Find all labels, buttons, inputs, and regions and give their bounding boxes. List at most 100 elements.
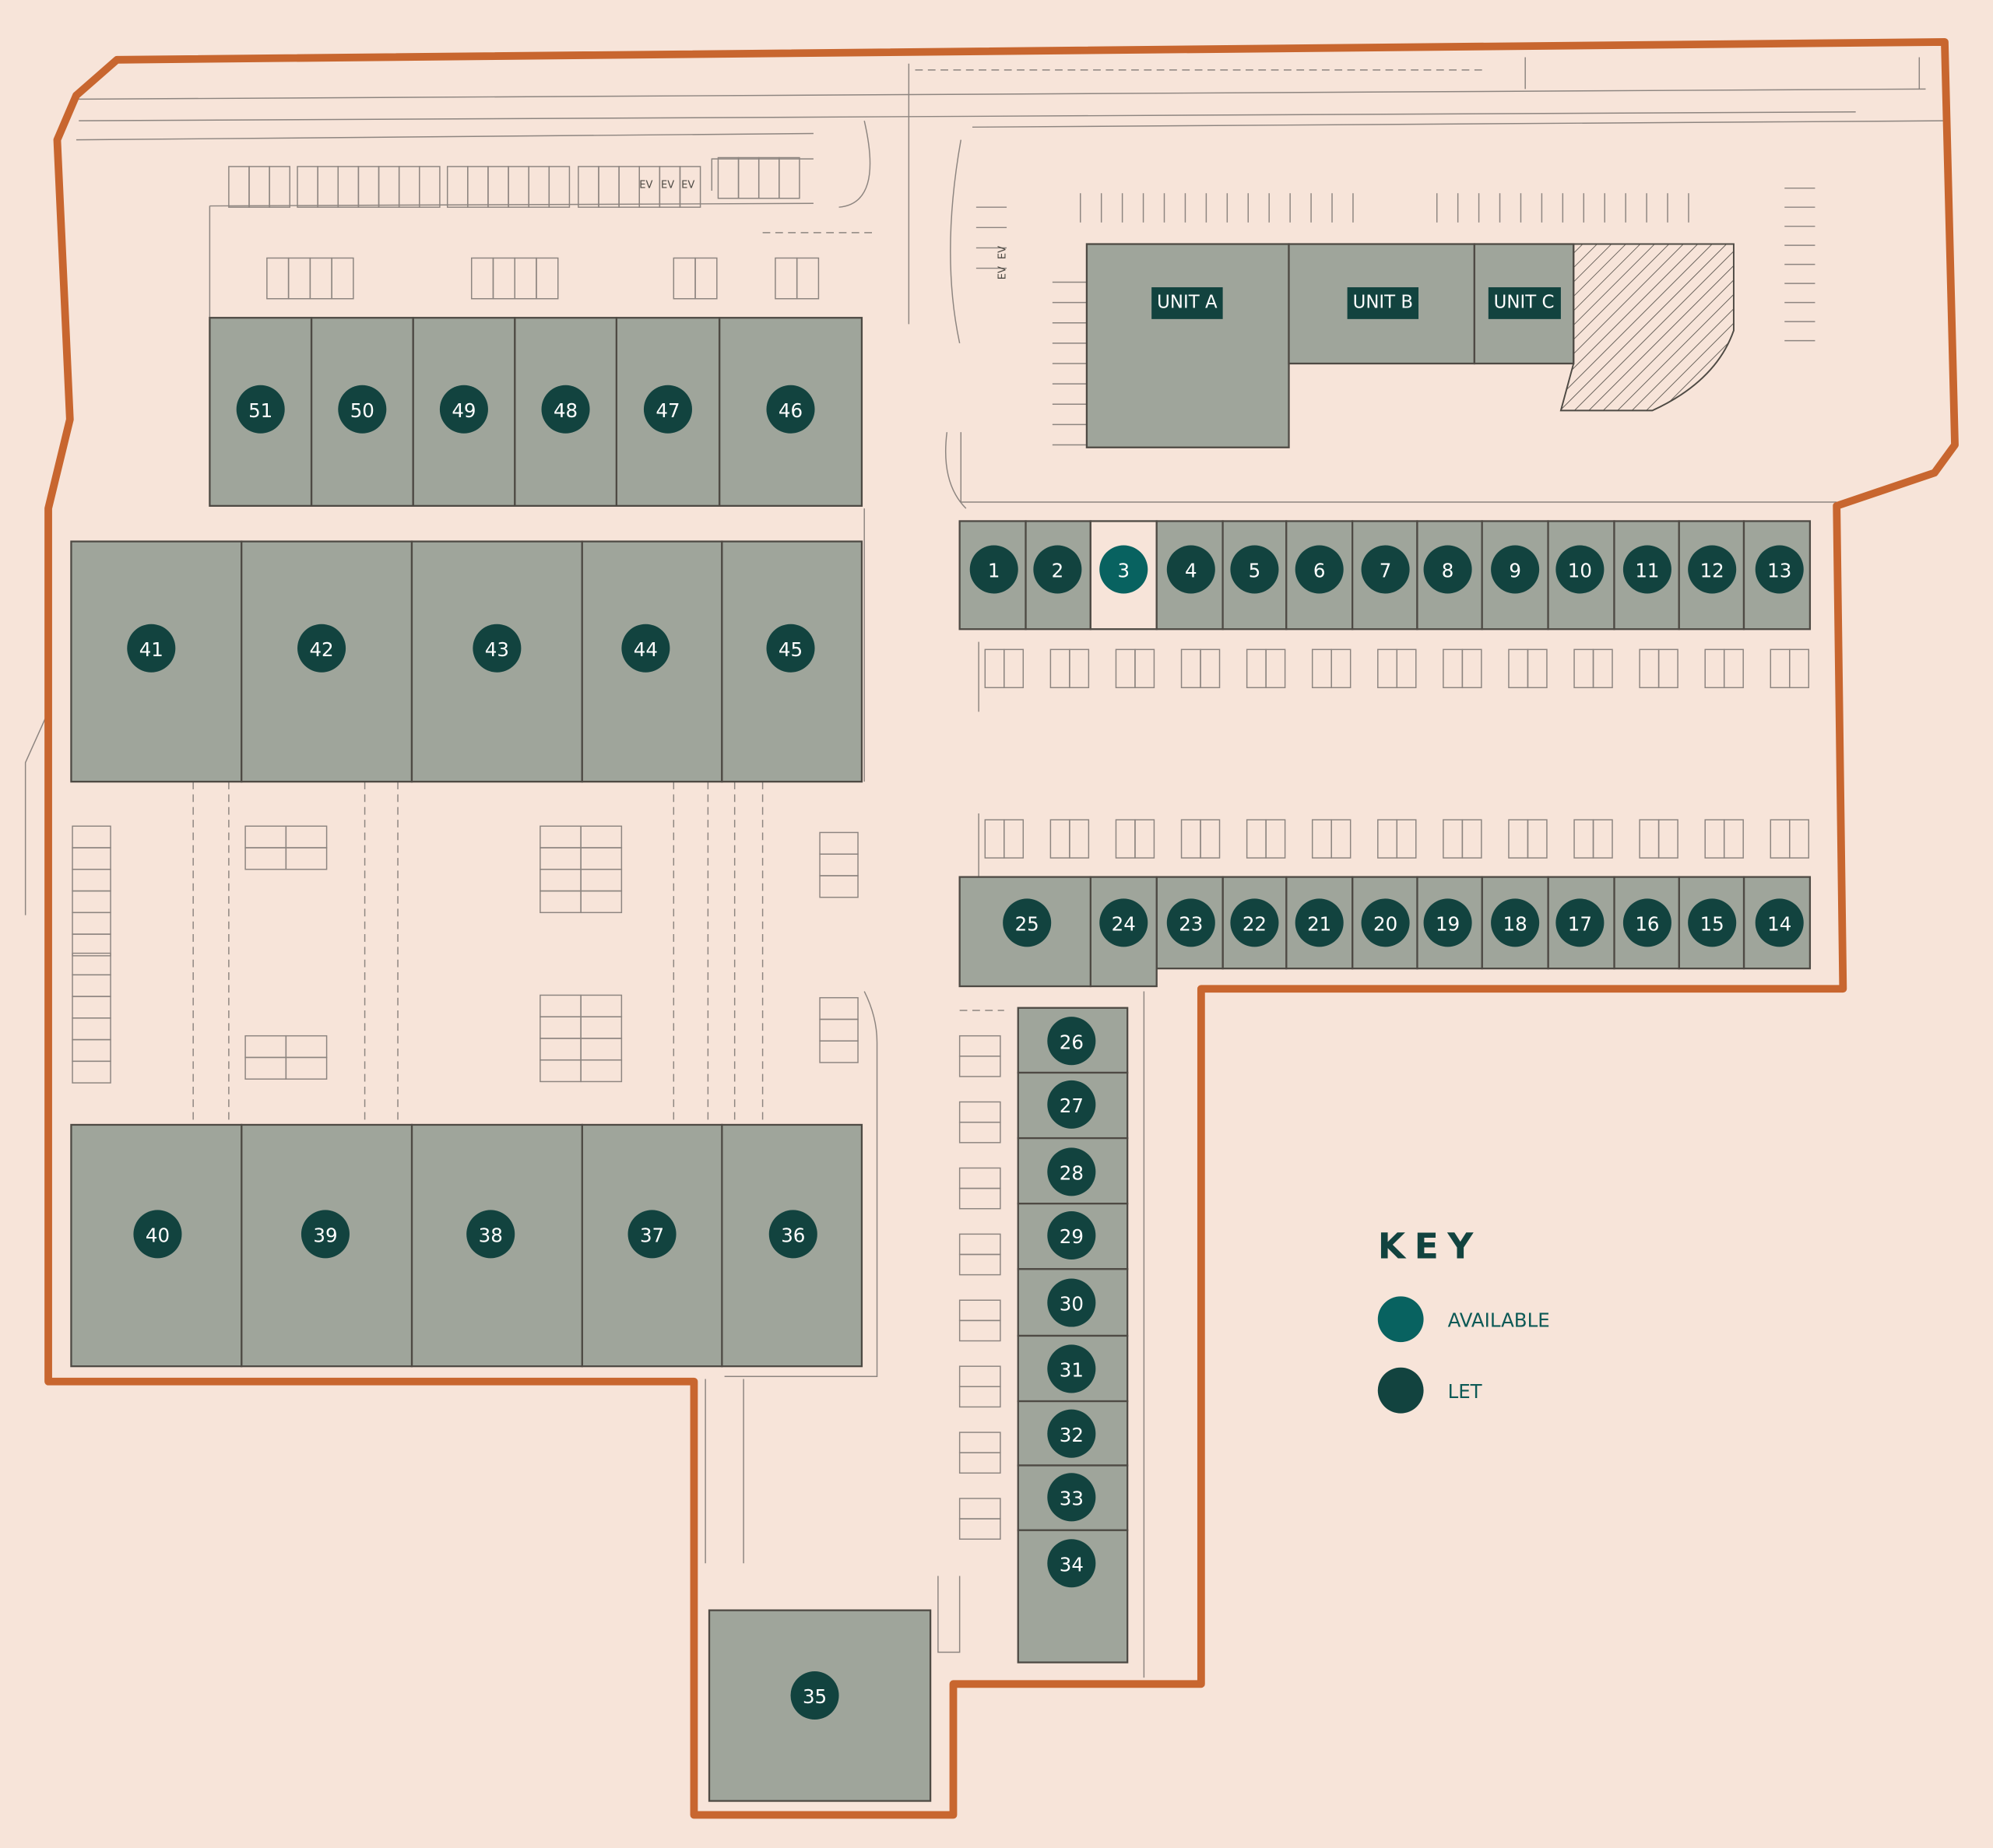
unit-49[interactable]: 49	[412, 317, 516, 507]
unit-status-marker-let[interactable]	[338, 385, 387, 434]
unit-40[interactable]: 40	[70, 1123, 243, 1368]
unit-status-marker-let[interactable]	[766, 385, 815, 434]
unit-status-marker-let[interactable]	[1047, 1080, 1096, 1129]
unit-6[interactable]: 6	[1285, 520, 1354, 631]
unit-30[interactable]: 30	[1017, 1268, 1129, 1337]
unit-11[interactable]: 11	[1613, 520, 1680, 631]
unit-29[interactable]: 29	[1017, 1203, 1129, 1270]
unit-14[interactable]: 14	[1742, 876, 1812, 970]
unit-32[interactable]: 32	[1017, 1400, 1129, 1467]
unit-status-marker-let[interactable]	[1491, 898, 1540, 947]
unit-18[interactable]: 18	[1481, 876, 1549, 970]
unit-status-marker-let[interactable]	[1755, 898, 1804, 947]
unit-12[interactable]: 12	[1678, 520, 1745, 631]
unit-status-marker-let[interactable]	[1099, 898, 1148, 947]
unit-status-marker-let[interactable]	[1230, 898, 1279, 947]
unit-status-marker-let[interactable]	[1423, 545, 1472, 594]
unit-26[interactable]: 26	[1017, 1007, 1129, 1074]
unit-status-marker-let[interactable]	[621, 624, 670, 673]
unit-status-marker-let[interactable]	[969, 545, 1018, 594]
unit-25[interactable]: 25	[958, 876, 1091, 988]
unit-status-marker-let[interactable]	[1047, 1017, 1096, 1066]
unit-status-marker-let[interactable]	[1047, 1210, 1096, 1260]
unit-status-marker-let[interactable]	[1423, 898, 1472, 947]
unit-21[interactable]: 21	[1285, 876, 1354, 970]
unit-38[interactable]: 38	[410, 1123, 583, 1368]
unit-status-marker-let[interactable]	[1555, 545, 1605, 594]
unit-status-marker-let[interactable]	[1295, 898, 1344, 947]
unit-23[interactable]: 23	[1155, 876, 1224, 970]
unit-status-marker-let[interactable]	[1688, 898, 1737, 947]
unit-3[interactable]: 3	[1089, 520, 1158, 631]
unit-13[interactable]: 13	[1742, 520, 1812, 631]
unit-status-marker-let[interactable]	[1166, 898, 1215, 947]
unit-status-marker-let[interactable]	[643, 385, 692, 434]
unit-status-marker-let[interactable]	[1047, 1278, 1096, 1327]
unit-status-marker-let[interactable]	[466, 1210, 515, 1259]
unit-39[interactable]: 39	[241, 1123, 413, 1368]
unit-status-marker-let[interactable]	[1622, 545, 1671, 594]
unit-36[interactable]: 36	[721, 1123, 863, 1368]
unit-status-marker-let[interactable]	[1047, 1539, 1096, 1588]
unit-19[interactable]: 19	[1416, 876, 1483, 970]
unit-status-marker-let[interactable]	[1688, 545, 1737, 594]
unit-51[interactable]: 51	[209, 317, 313, 507]
unit-status-marker-let[interactable]	[1491, 545, 1540, 594]
unit-2[interactable]: 2	[1025, 520, 1091, 631]
unit-27[interactable]: 27	[1017, 1071, 1129, 1140]
unit-status-marker-let[interactable]	[1622, 898, 1671, 947]
unit-46[interactable]: 46	[718, 317, 863, 507]
unit-status-marker-let[interactable]	[1047, 1147, 1096, 1196]
unit-status-marker-let[interactable]	[541, 385, 590, 434]
unit-status-marker-let[interactable]	[1361, 898, 1410, 947]
unit-1[interactable]: 1	[958, 520, 1027, 631]
unit-status-marker-let[interactable]	[1230, 545, 1279, 594]
unit-status-marker-let[interactable]	[127, 624, 176, 673]
unit-33[interactable]: 33	[1017, 1464, 1129, 1531]
unit-42[interactable]: 42	[241, 540, 413, 783]
unit-47[interactable]: 47	[615, 317, 721, 507]
unit-status-marker-let[interactable]	[133, 1210, 182, 1259]
unit-status-marker-let[interactable]	[627, 1210, 677, 1259]
unit-44[interactable]: 44	[581, 540, 723, 783]
unit-28[interactable]: 28	[1017, 1137, 1129, 1205]
unit-status-marker-let[interactable]	[1047, 1473, 1096, 1522]
unit-31[interactable]: 31	[1017, 1334, 1129, 1403]
unit-45[interactable]: 45	[721, 540, 863, 783]
unit-status-marker-let[interactable]	[790, 1671, 839, 1720]
unit-status-marker-let[interactable]	[1033, 545, 1082, 594]
unit-4[interactable]: 4	[1155, 520, 1224, 631]
unit-43[interactable]: 43	[410, 540, 583, 783]
unit-37[interactable]: 37	[581, 1123, 723, 1368]
unit-50[interactable]: 50	[310, 317, 414, 507]
unit-status-marker-let[interactable]	[473, 624, 522, 673]
unit-20[interactable]: 20	[1352, 876, 1418, 970]
unit-7[interactable]: 7	[1352, 520, 1418, 631]
unit-15[interactable]: 15	[1678, 876, 1745, 970]
unit-17[interactable]: 17	[1547, 876, 1615, 970]
unit-status-marker-let[interactable]	[1755, 545, 1804, 594]
unit-10[interactable]: 10	[1547, 520, 1615, 631]
unit-status-marker-let[interactable]	[439, 385, 488, 434]
unit-24[interactable]: 24	[1089, 876, 1158, 988]
unit-41[interactable]: 41	[70, 540, 243, 783]
unit-35[interactable]: 35	[708, 1609, 932, 1802]
unit-a-building[interactable]	[1085, 243, 1290, 448]
unit-48[interactable]: 48	[514, 317, 617, 507]
unit-status-marker-let[interactable]	[1003, 898, 1052, 947]
unit-status-marker-let[interactable]	[301, 1210, 350, 1259]
unit-status-marker-let[interactable]	[766, 624, 815, 673]
unit-8[interactable]: 8	[1416, 520, 1483, 631]
unit-status-marker-let[interactable]	[1361, 545, 1410, 594]
unit-5[interactable]: 5	[1221, 520, 1288, 631]
unit-34[interactable]: 34	[1017, 1529, 1129, 1664]
unit-status-marker-let[interactable]	[1047, 1409, 1096, 1458]
unit-status-marker-available[interactable]	[1099, 545, 1148, 594]
unit-status-marker-let[interactable]	[1047, 1344, 1096, 1393]
unit-status-marker-let[interactable]	[768, 1210, 817, 1259]
unit-16[interactable]: 16	[1613, 876, 1680, 970]
unit-status-marker-let[interactable]	[236, 385, 285, 434]
unit-footprint[interactable]	[70, 540, 243, 783]
unit-status-marker-let[interactable]	[297, 624, 346, 673]
unit-status-marker-let[interactable]	[1166, 545, 1215, 594]
